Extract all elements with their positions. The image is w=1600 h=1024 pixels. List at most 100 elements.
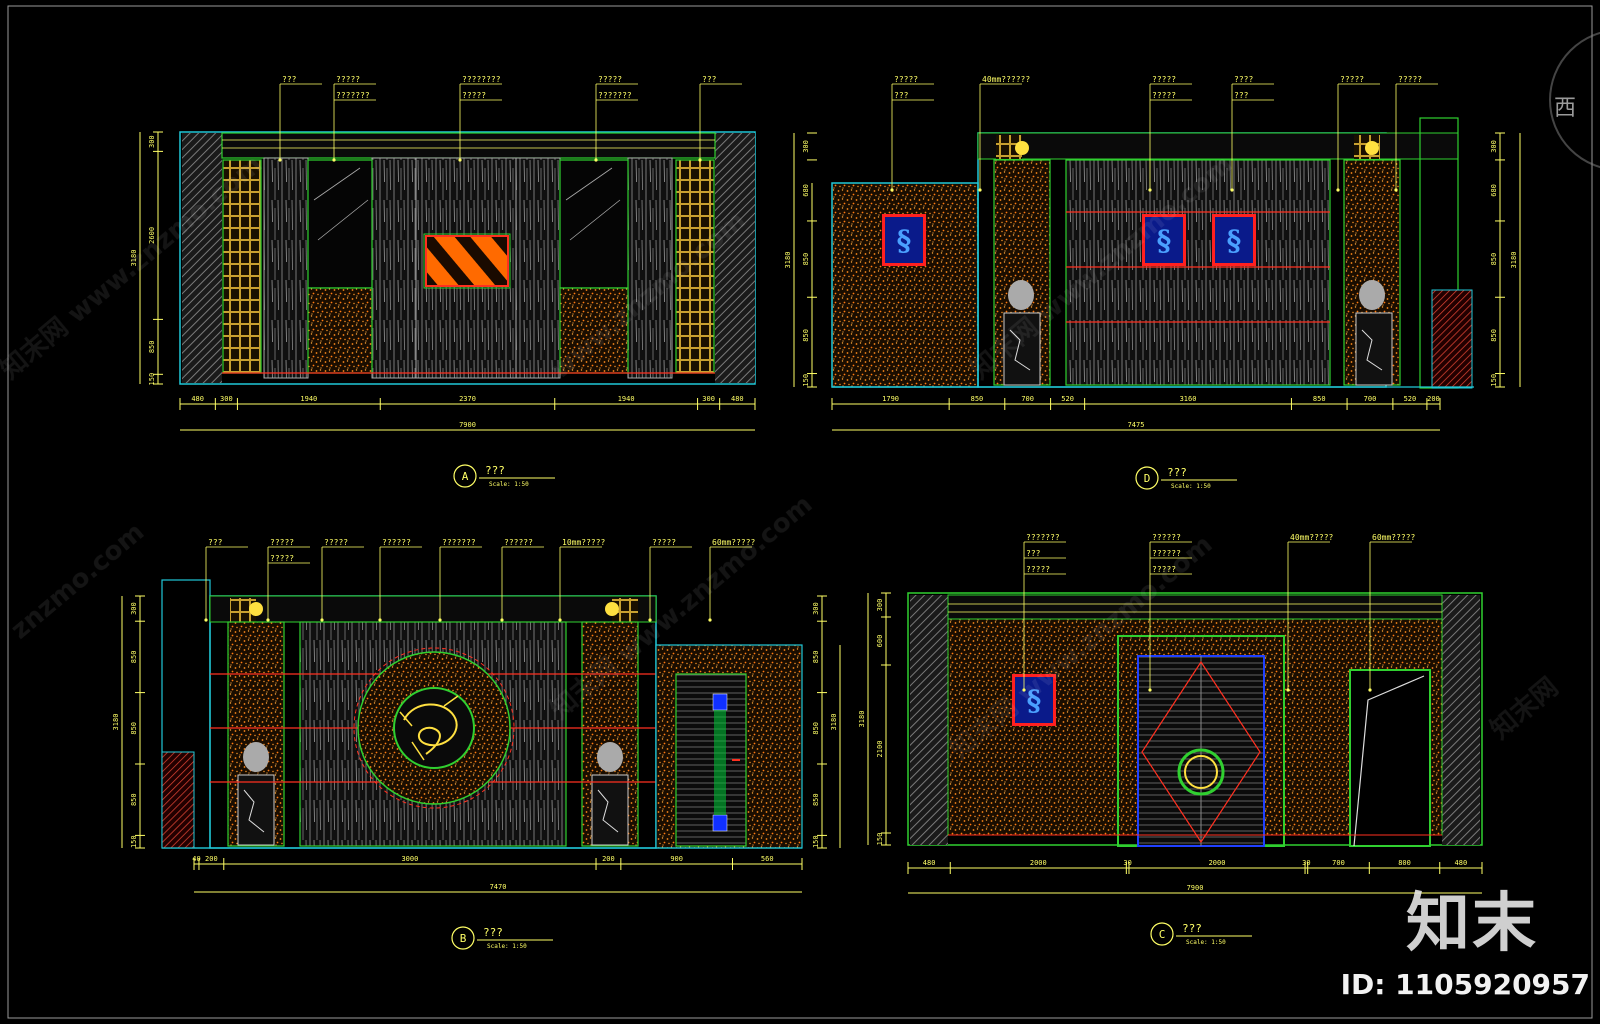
dimension-label: 200 (205, 855, 218, 863)
height-label: 2600 (148, 227, 156, 244)
dimension-label: 300 (702, 395, 715, 403)
view-letter: B (460, 932, 467, 945)
callout-label: ????? (652, 538, 676, 547)
view-title-d: D??? Scale: 1:50 (1135, 466, 1237, 490)
view-scale: Scale: 1:50 (1186, 939, 1226, 946)
callout-label: ?????? (1152, 549, 1181, 558)
svg-text:§: § (897, 224, 912, 257)
dimension-label: 3160 (1180, 395, 1197, 403)
callout-label: ??????? (336, 91, 370, 100)
elevation-d-lamp-right (1365, 141, 1379, 155)
callout-label: ?????? (504, 538, 533, 547)
svg-text:§: § (1027, 684, 1042, 717)
dimension-label: 2000 (1030, 859, 1047, 867)
svg-text:§: § (1227, 224, 1242, 257)
view-scale: Scale: 1:50 (487, 943, 527, 950)
view-title-text: ??? (1167, 466, 1187, 479)
view-title-text: ??? (1182, 922, 1202, 935)
view-letter: D (1144, 472, 1151, 485)
height-label: 850 (802, 253, 810, 266)
dimension-label: 480 (923, 859, 936, 867)
elevation-a-curtain-4 (627, 157, 673, 379)
height-label: 600 (876, 635, 884, 648)
elevation-a-wall-left (182, 133, 222, 383)
view-marker-circle (1150, 922, 1174, 946)
callout-label: ??? (1234, 91, 1249, 100)
elevation-d-pedestal-left (1003, 312, 1041, 386)
dimension-label: 30 (1123, 859, 1131, 867)
callout-label: ????? (270, 538, 294, 547)
elevation-c-side-door (1349, 669, 1431, 847)
elevation-d-left-wall (831, 182, 979, 388)
view-marker-circle (451, 926, 475, 950)
dimension-label: 300 (220, 395, 233, 403)
svg-text:znzmo.com: znzmo.com (5, 517, 150, 645)
callout-label: 60mm????? (1372, 533, 1416, 542)
callout-label: ???????? (462, 75, 501, 84)
dimension-total: 7475 (1128, 421, 1145, 429)
dimension-total: 7900 (1187, 884, 1204, 892)
elevation-a-curtain-3 (515, 157, 561, 379)
elevation-b-hatch-left (161, 751, 195, 849)
elevation-d-vase-left (1008, 280, 1034, 310)
callout-label: ????? (1152, 565, 1176, 574)
height-label: 150 (812, 835, 820, 848)
elevation-a-curtain-2 (371, 157, 417, 379)
svg-text:§: § (1157, 224, 1172, 257)
height-label: 150 (876, 833, 884, 846)
height-label: 150 (148, 373, 156, 386)
callout-label: ??? (1026, 549, 1041, 558)
dimension-label: 850 (1313, 395, 1326, 403)
elevation-b-lamp-right (605, 602, 619, 616)
height-label: 680 (1490, 184, 1498, 197)
view-title-text: ??? (483, 926, 503, 939)
callout-label: 40mm?????? (982, 75, 1030, 84)
callout-label: 40mm????? (1290, 533, 1334, 542)
elevation-d-wood-panel (1065, 159, 1331, 386)
height-label: 300 (876, 599, 884, 612)
height-label: 850 (812, 722, 820, 735)
elevation-a-cornice (221, 132, 716, 159)
dimension-label: 30 (1302, 859, 1310, 867)
height-label: 850 (1490, 329, 1498, 342)
height-label: 850 (130, 651, 138, 664)
view-title-a: A???Scale: 1:50 (453, 464, 555, 488)
elevation-d-hatch-right (1431, 289, 1473, 389)
height-total: 3180 (112, 714, 120, 731)
dimension-label: 1790 (882, 395, 899, 403)
elevation-a-tv-panel (425, 235, 509, 287)
elevation-a-lattice-left (222, 159, 262, 374)
callout-label: ??????? (1026, 533, 1060, 542)
dimension-label: 850 (971, 395, 984, 403)
view-marker-circle (1135, 466, 1159, 490)
dimension-label: 560 (761, 855, 774, 863)
callout-label: ????? (1152, 75, 1176, 84)
dimension-label: 900 (670, 855, 683, 863)
dimension-label: 480 (731, 395, 744, 403)
watermark-id: ID: 1105920957 (1340, 968, 1590, 1001)
view-letter: C (1159, 928, 1166, 941)
callout-label: ??? (894, 91, 909, 100)
dimension-label: 2000 (1209, 859, 1226, 867)
height-label: 300 (802, 140, 810, 153)
height-total: 3180 (1510, 252, 1518, 269)
callout-label: ????? (894, 75, 918, 84)
svg-text:知末网: 知末网 (1485, 672, 1564, 745)
dimension-label: 3000 (401, 855, 418, 863)
height-label: 850 (802, 329, 810, 342)
dimension-label: 700 (1332, 859, 1345, 867)
watermark-brand: 知末 (1406, 887, 1538, 961)
view-scale: Scale: 1:50 (1171, 483, 1211, 490)
view-title-text: ??? (485, 464, 505, 477)
callout-label: ????? (462, 91, 486, 100)
view-title-b: B??? Scale: 1:50 (451, 926, 553, 950)
callout-label: ??? (282, 75, 297, 84)
elevation-b-dragon-motif (403, 703, 458, 755)
height-label: 300 (148, 135, 156, 148)
callout-label: ????? (336, 75, 360, 84)
callout-label: 60mm????? (712, 538, 756, 547)
height-label: 2100 (876, 741, 884, 758)
height-label: 850 (812, 793, 820, 806)
